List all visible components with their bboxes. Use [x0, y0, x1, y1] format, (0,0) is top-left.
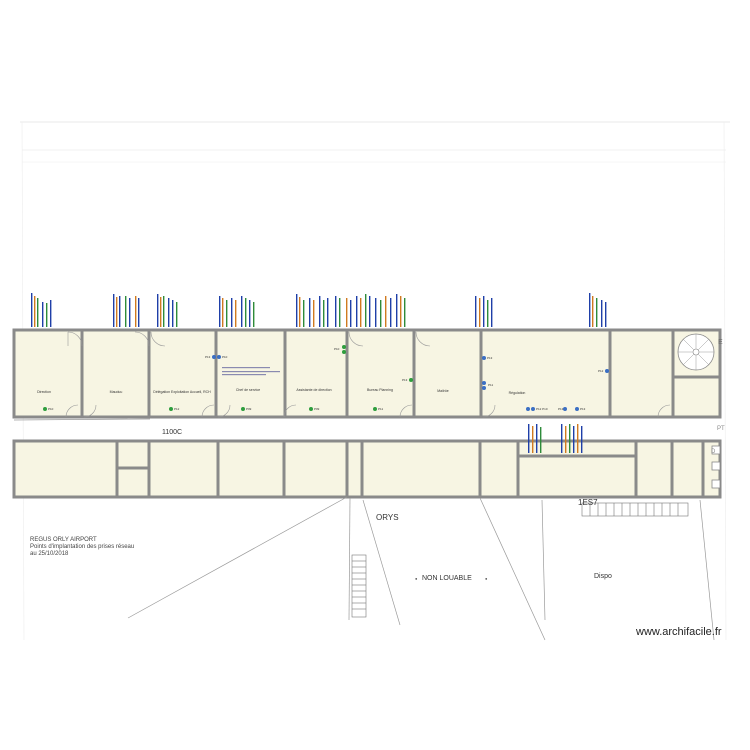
port-marker: P10: [334, 345, 346, 354]
corridor-label: 1100C: [162, 429, 182, 436]
cable-label-stack: [31, 293, 52, 327]
watermark: www.archifacile.fr: [636, 626, 722, 638]
port-marker: P13: [402, 378, 413, 382]
bottom-partitions: [115, 441, 705, 497]
port-marker: P13: [558, 407, 567, 411]
room-label-chef-service: Chef de service: [236, 388, 260, 392]
svg-text:P11: P11: [488, 383, 493, 387]
port-marker: P11: [482, 381, 493, 390]
cable-label-stack: [157, 294, 178, 327]
cable-labels-top: [31, 293, 607, 327]
zone-label-dispo: Dispo: [594, 573, 612, 580]
top-partitions: [80, 330, 720, 417]
svg-text:P12: P12: [174, 407, 180, 411]
port-marker: P13: [205, 355, 216, 359]
svg-text:P13: P13: [487, 356, 493, 360]
small-box-2: [711, 461, 721, 471]
port-marker: P11: [373, 407, 383, 411]
room-label-direction: Direction: [37, 390, 51, 394]
svg-text:P09: P09: [314, 407, 320, 411]
spiral-staircase: [677, 333, 715, 371]
small-box-1: [711, 445, 721, 455]
zone-label-orys: ORYS: [376, 513, 399, 522]
room-label-assistante: Assistante de direction: [296, 388, 331, 392]
port-marker: P09: [241, 407, 252, 411]
svg-text:P10: P10: [48, 407, 54, 411]
edge-mark-e: E: [718, 339, 723, 346]
bullet-marker: ●: [415, 576, 418, 581]
cable-label-stack: [296, 294, 329, 327]
port-marker: P12 P10: [526, 407, 548, 411]
edge-mark-d: D: [711, 449, 716, 455]
bullet-marker-2: ●: [485, 576, 488, 581]
edge-mark-pt: PT: [717, 426, 725, 432]
room-label-delegation: Délégation Exploitation Accueil, RCH: [153, 390, 211, 394]
title-block: REGUS ORLY AIRPORT Points d'implantation…: [30, 537, 134, 558]
port-marker: P10: [43, 407, 54, 411]
door-swings-top: [65, 331, 671, 418]
site-lines: [13, 418, 715, 641]
svg-text:P12 P10: P12 P10: [536, 407, 548, 411]
svg-text:P10: P10: [334, 347, 340, 351]
title-line-1: REGUS ORLY AIRPORT: [30, 537, 97, 543]
exterior-stair-bottom: [351, 554, 367, 618]
cable-label-stack: [475, 296, 493, 327]
room-label-mauduu: Mauduu: [110, 390, 123, 394]
svg-text:P13: P13: [402, 378, 408, 382]
svg-text:P12: P12: [598, 369, 604, 373]
zone-label-code: 1ES7: [578, 498, 598, 507]
top-block-outline: [12, 328, 722, 419]
frame-line-right: [723, 121, 727, 641]
title-line-3: au 25/10/2018: [30, 551, 69, 557]
cable-label-stack: [219, 296, 255, 327]
port-marker: P13: [482, 356, 493, 360]
port-marker: P10: [217, 355, 228, 359]
svg-text:P11: P11: [378, 407, 383, 411]
room-note: [222, 367, 280, 376]
port-marker: P13: [575, 407, 586, 411]
cable-labels-corridor: [528, 424, 583, 453]
room-label-mailroe: Mailrôe: [437, 389, 449, 393]
svg-text:P10: P10: [222, 355, 228, 359]
small-box-3: [711, 479, 721, 489]
network-ports: P10 P12 P13 P10 P09 P09 P10 P11 P13 P13 …: [43, 345, 609, 411]
port-marker: P12: [598, 369, 609, 373]
svg-text:P13: P13: [205, 355, 211, 359]
cable-label-stack: [113, 294, 140, 327]
exterior-stair-right: [581, 502, 689, 517]
room-label-planning: Bureau Planning: [367, 388, 393, 392]
cable-label-stack: [335, 294, 406, 327]
port-marker: P09: [309, 407, 320, 411]
cable-label-stack: [589, 293, 607, 327]
svg-text:P13: P13: [558, 407, 564, 411]
port-marker: P12: [169, 407, 180, 411]
zone-label-non-louable: NON LOUABLE: [422, 575, 472, 582]
room-label-regulation: Régulation: [509, 391, 526, 395]
svg-text:P13: P13: [580, 407, 586, 411]
svg-text:P09: P09: [246, 407, 252, 411]
title-line-2: Points d'implantation des prises réseau: [30, 544, 135, 550]
